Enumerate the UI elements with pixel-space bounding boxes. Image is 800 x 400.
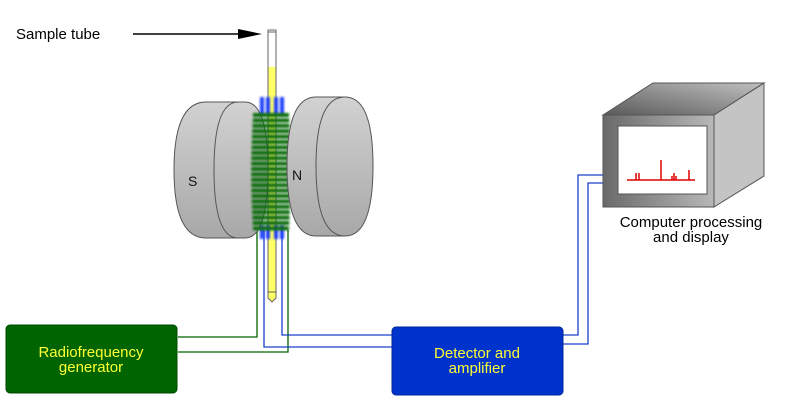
coil-turn: [251, 194, 291, 198]
computer-label-line2: and display: [653, 229, 729, 246]
arrow-head-icon: [238, 29, 262, 39]
coil-turn: [251, 204, 291, 209]
coil-turn: [252, 215, 290, 220]
computer-screen: [617, 125, 708, 195]
coil-turn: [251, 156, 291, 161]
sample-tube-callout: Sample tube: [16, 26, 262, 43]
coil-turn: [251, 161, 291, 166]
coil-blue-leads-bottom: [260, 225, 284, 239]
rf-generator-box: Radiofrequency generator: [5, 324, 178, 394]
tube-tip: [267, 291, 277, 303]
wires: [178, 174, 604, 353]
coil-turn: [251, 134, 291, 139]
coil-turn: [252, 129, 290, 134]
coil-turn: [252, 123, 290, 128]
detector-wire-1: [263, 230, 395, 348]
coil-turn: [251, 188, 291, 193]
computer-label-line1: Computer processing: [620, 214, 763, 231]
coil-turn: [251, 199, 291, 204]
sample-tube: [267, 29, 277, 303]
detector-box: Detector and amplifier: [391, 326, 564, 396]
rf-wire-2: [178, 230, 289, 353]
coil-turn: [252, 210, 290, 215]
coil-turn: [251, 177, 291, 182]
coil-turn: [252, 118, 290, 123]
rf-generator-label-line1: Radiofrequency: [38, 344, 144, 361]
coil-turn: [251, 167, 291, 171]
coil-windings: [251, 113, 291, 231]
coil-turn: [253, 113, 289, 117]
coil-turn: [253, 226, 289, 231]
sample-tube-label: Sample tube: [16, 26, 100, 43]
computer-wire-1: [563, 174, 604, 336]
magnet-south-face-edge: [213, 101, 239, 239]
coil-blue-leads-top: [260, 97, 284, 115]
coil-turn: [252, 221, 290, 225]
coil-turn: [251, 145, 291, 150]
coil-turn: [251, 172, 291, 177]
spectrum-plot: [627, 160, 695, 181]
coil-turn: [251, 150, 291, 155]
south-pole-label: S: [188, 173, 197, 189]
rf-coil: [251, 97, 291, 239]
rf-generator-label-line2: generator: [59, 359, 123, 376]
computer-wire-2: [563, 182, 604, 345]
coil-turn: [251, 183, 291, 188]
detector-label-line2: amplifier: [449, 360, 506, 377]
detector-wire-2: [281, 230, 395, 336]
computer-display: Computer processing and display: [601, 82, 766, 246]
magnet-north-face-edge: [315, 96, 346, 237]
detector-label-line1: Detector and: [434, 345, 520, 362]
magnet-north: N: [286, 96, 374, 237]
coil-turn: [251, 140, 291, 144]
north-pole-label: N: [292, 167, 302, 183]
rf-wire-1: [178, 230, 258, 338]
magnet-south: S: [173, 101, 269, 239]
